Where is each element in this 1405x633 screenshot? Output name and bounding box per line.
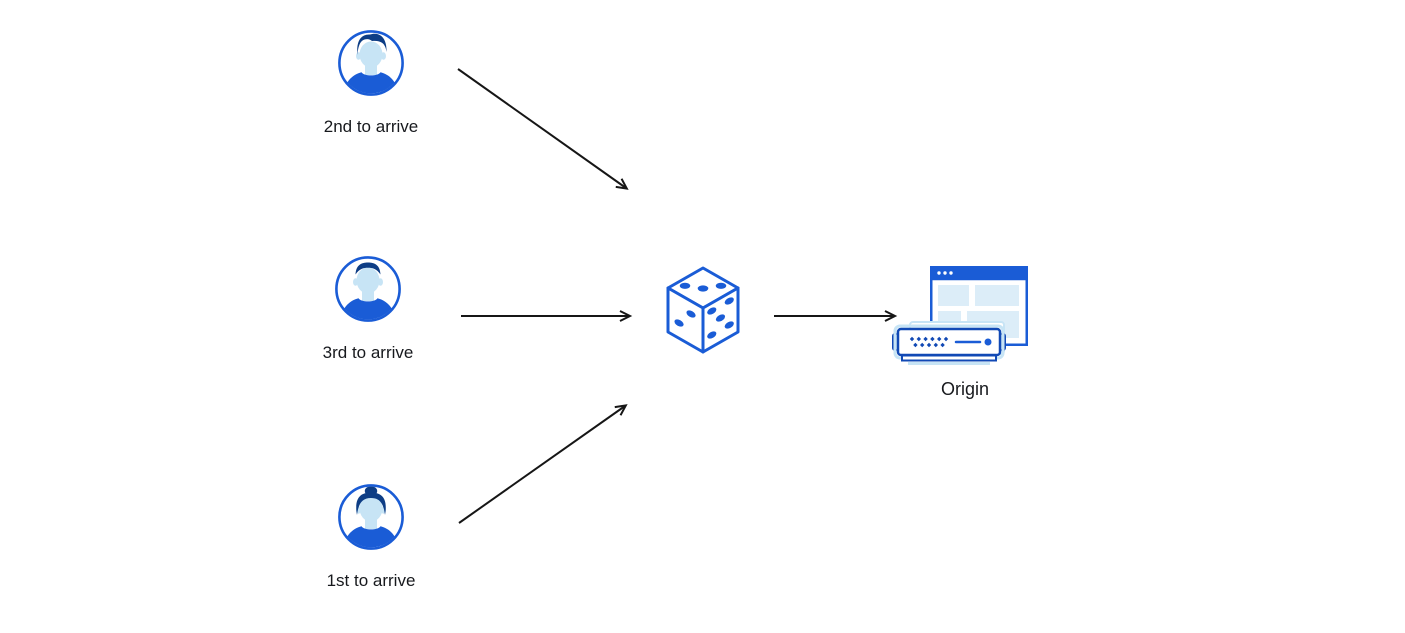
server-icon [892,321,1006,365]
client-node-1st: 1st to arrive [327,483,415,593]
client-label-2nd: 2nd to arrive [323,117,419,136]
dice-icon [666,266,740,354]
user-avatar-icon [338,30,404,96]
arrow-client-1st-to-balancer [458,404,628,524]
client-label-1st: 1st to arrive [326,571,416,590]
user-avatar-icon [335,256,401,322]
client-node-2nd: 2nd to arrive [324,29,418,139]
origin-label: Origin [940,379,990,399]
user-avatar-icon [338,484,404,550]
balancer-node [665,265,741,355]
origin-node: Origin [892,266,1032,406]
arrow-client-2nd-to-balancer [457,68,629,190]
client-label-3rd: 3rd to arrive [322,343,414,362]
client-node-3rd: 3rd to arrive [323,255,413,365]
